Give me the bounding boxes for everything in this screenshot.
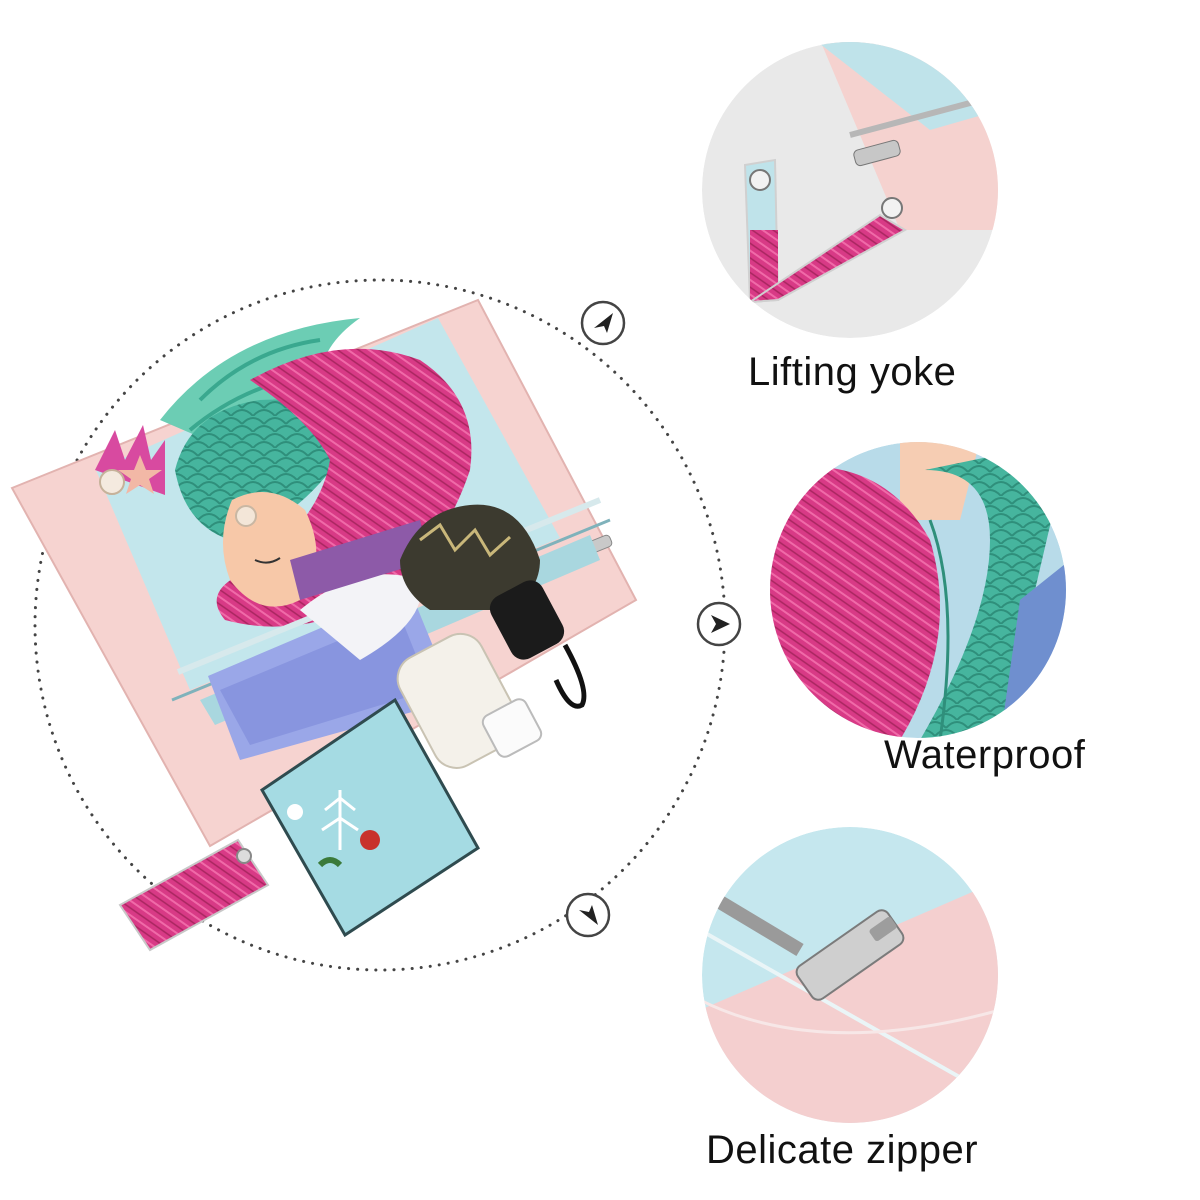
feature-label-lifting-yoke: Lifting yoke [748, 350, 957, 394]
detail-circle-lifting-yoke [702, 42, 998, 338]
arrow-badge-icon [696, 601, 742, 647]
lotion-bottle [396, 632, 543, 769]
wet-bag-product [10, 298, 638, 952]
folded-clothes [208, 520, 455, 760]
passport-cover [260, 697, 480, 938]
arrow-badge-icon [580, 300, 626, 346]
detail-circle-waterproof [770, 442, 1066, 738]
feature-label-delicate-zipper: Delicate zipper [706, 1128, 979, 1172]
wrist-strap [118, 838, 270, 952]
detail-circle-zipper [702, 827, 998, 1123]
arrow-badge-icon [565, 892, 611, 938]
feature-label-waterproof: Waterproof [884, 733, 1086, 777]
folded-umbrella [400, 504, 587, 709]
